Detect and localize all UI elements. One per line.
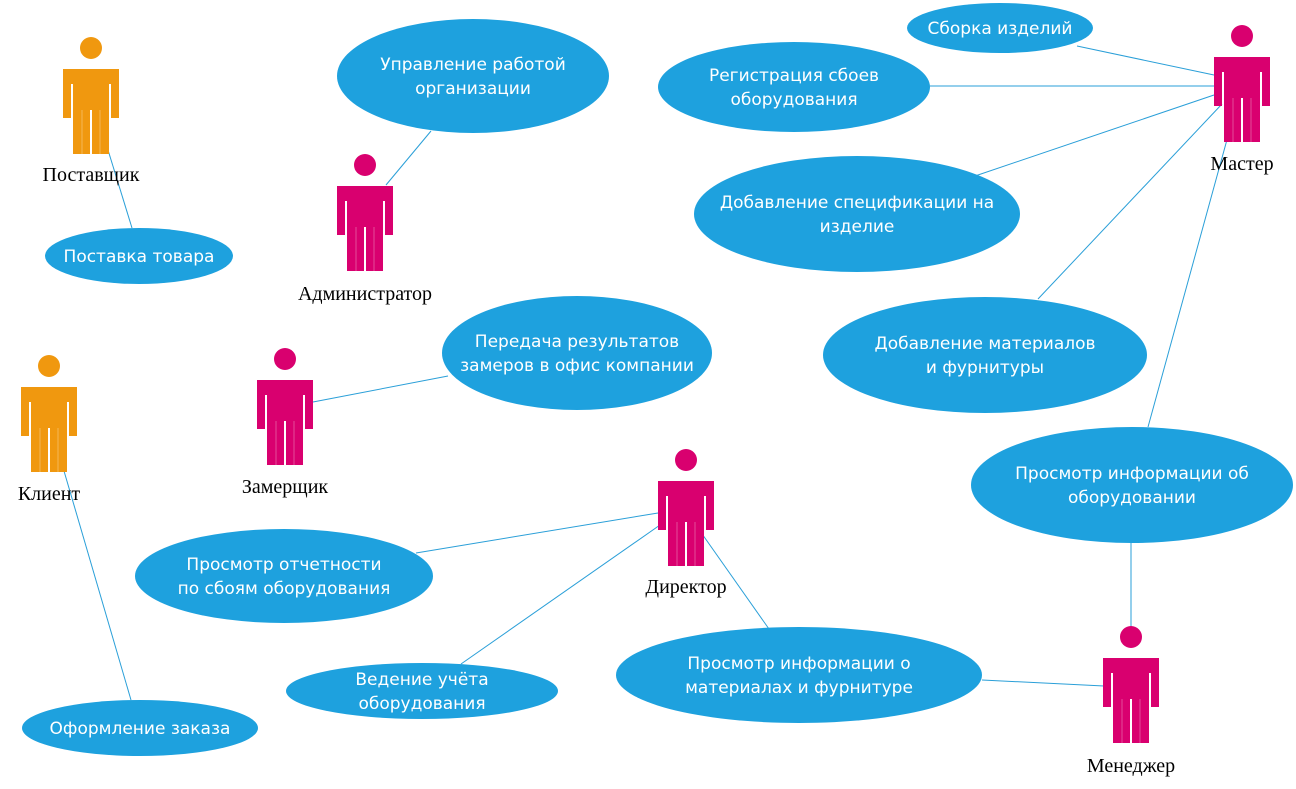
use-case-matinfo: Просмотр информации о материалах и фурнит…	[616, 627, 982, 723]
actor-admin: Администратор	[298, 154, 432, 305]
use-case-label: изделие	[820, 217, 895, 237]
use-case-ellipse	[616, 627, 982, 723]
association-line-master-uc_materials	[1037, 103, 1223, 300]
association-line-director-uc_accounting	[460, 524, 661, 665]
actor-label: Поставщик	[43, 164, 140, 186]
use-case-assembly: Сборка изделий	[907, 3, 1093, 53]
use-case-manage: Управление работой организации	[337, 19, 609, 133]
use-case-ellipse	[823, 297, 1147, 413]
association-line-admin-uc_manage	[385, 130, 432, 186]
use-case-label: материалах и фурнитуре	[685, 678, 913, 698]
association-line-measurer-uc_measure	[312, 375, 449, 403]
association-line-manager-uc_matinfo	[981, 679, 1105, 687]
use-case-materials: Добавление материалов и фурнитуры	[823, 297, 1147, 413]
actor-label: Директор	[645, 576, 726, 598]
association-line-master-uc_assembly	[1076, 45, 1215, 76]
associations-layer	[63, 45, 1229, 701]
actor-label: Клиент	[18, 483, 81, 505]
use-case-label: Сборка изделий	[928, 19, 1073, 39]
use-case-ellipse	[694, 156, 1020, 272]
use-case-measure: Передача результатов замеров в офис компа…	[442, 296, 712, 410]
use-case-label: Просмотр информации о	[687, 654, 910, 674]
association-line-supplier-uc_supply	[107, 149, 133, 229]
actor-director: Директор	[645, 449, 727, 598]
use-case-supply: Поставка товара	[45, 228, 233, 284]
actor-figure-icon	[257, 348, 313, 465]
use-case-order: Оформление заказа	[22, 700, 258, 756]
use-case-label: оборудовании	[1068, 488, 1196, 508]
use-case-ellipse	[442, 296, 712, 410]
use-case-spec: Добавление спецификации на изделие	[694, 156, 1020, 272]
use-case-ellipse	[286, 663, 558, 719]
use-case-failreg: Регистрация сбоев оборудования	[658, 42, 930, 132]
use-case-ellipse	[907, 3, 1093, 53]
use-case-label: Оформление заказа	[50, 719, 231, 739]
use-case-label: Регистрация сбоев	[709, 66, 879, 86]
use-case-equipinfo: Просмотр информации об оборудовании	[971, 427, 1293, 543]
actor-figure-icon	[1103, 626, 1159, 743]
use-case-label: Добавление материалов	[874, 334, 1095, 354]
association-line-director-uc_report	[415, 512, 659, 554]
use-case-label: Передача результатов	[475, 332, 679, 352]
actor-client: Клиент	[18, 355, 81, 505]
actor-label: Мастер	[1210, 153, 1273, 175]
use-case-label: Управление работой	[380, 55, 566, 75]
use-case-label: и фурнитуры	[926, 358, 1044, 378]
actor-supplier: Поставщик	[43, 37, 140, 186]
use-case-label: Ведение учёта	[355, 670, 488, 690]
use-case-ellipse	[337, 19, 609, 133]
use-case-label: оборудования	[358, 694, 485, 714]
use-case-label: Просмотр информации об	[1015, 464, 1249, 484]
use-case-label: замеров в офис компании	[460, 356, 694, 376]
actor-measurer: Замерщик	[242, 348, 329, 498]
association-line-director-uc_matinfo	[699, 530, 770, 630]
actor-figure-icon	[21, 355, 77, 472]
use-case-label: по сбоям оборудования	[178, 579, 391, 599]
use-case-ellipse	[971, 427, 1293, 543]
use-case-ellipse	[135, 529, 433, 623]
use-case-label: Добавление спецификации на	[720, 193, 994, 213]
association-line-master-uc_spec	[974, 94, 1215, 177]
use-case-report: Просмотр отчетности по сбоям оборудования	[135, 529, 433, 623]
association-line-client-uc_order	[63, 470, 132, 701]
actor-master: Мастер	[1210, 25, 1274, 175]
use-case-label: оборудования	[730, 90, 857, 110]
actor-figure-icon	[337, 154, 393, 271]
actor-manager: Менеджер	[1087, 626, 1175, 777]
actor-figure-icon	[658, 449, 714, 566]
use-case-label: организации	[415, 79, 531, 99]
use-case-label: Просмотр отчетности	[186, 555, 381, 575]
use-case-ellipse	[658, 42, 930, 132]
use-case-accounting: Ведение учёта оборудования	[286, 663, 558, 719]
actor-figure-icon	[1214, 25, 1270, 142]
use-case-ellipse	[45, 228, 233, 284]
association-line-master-uc_equipinfo	[1147, 135, 1229, 428]
actor-label: Менеджер	[1087, 755, 1175, 777]
actor-label: Замерщик	[242, 476, 329, 498]
actor-label: Администратор	[298, 283, 432, 305]
use-case-ellipse	[22, 700, 258, 756]
actor-figure-icon	[63, 37, 119, 154]
use-case-label: Поставка товара	[64, 247, 215, 267]
